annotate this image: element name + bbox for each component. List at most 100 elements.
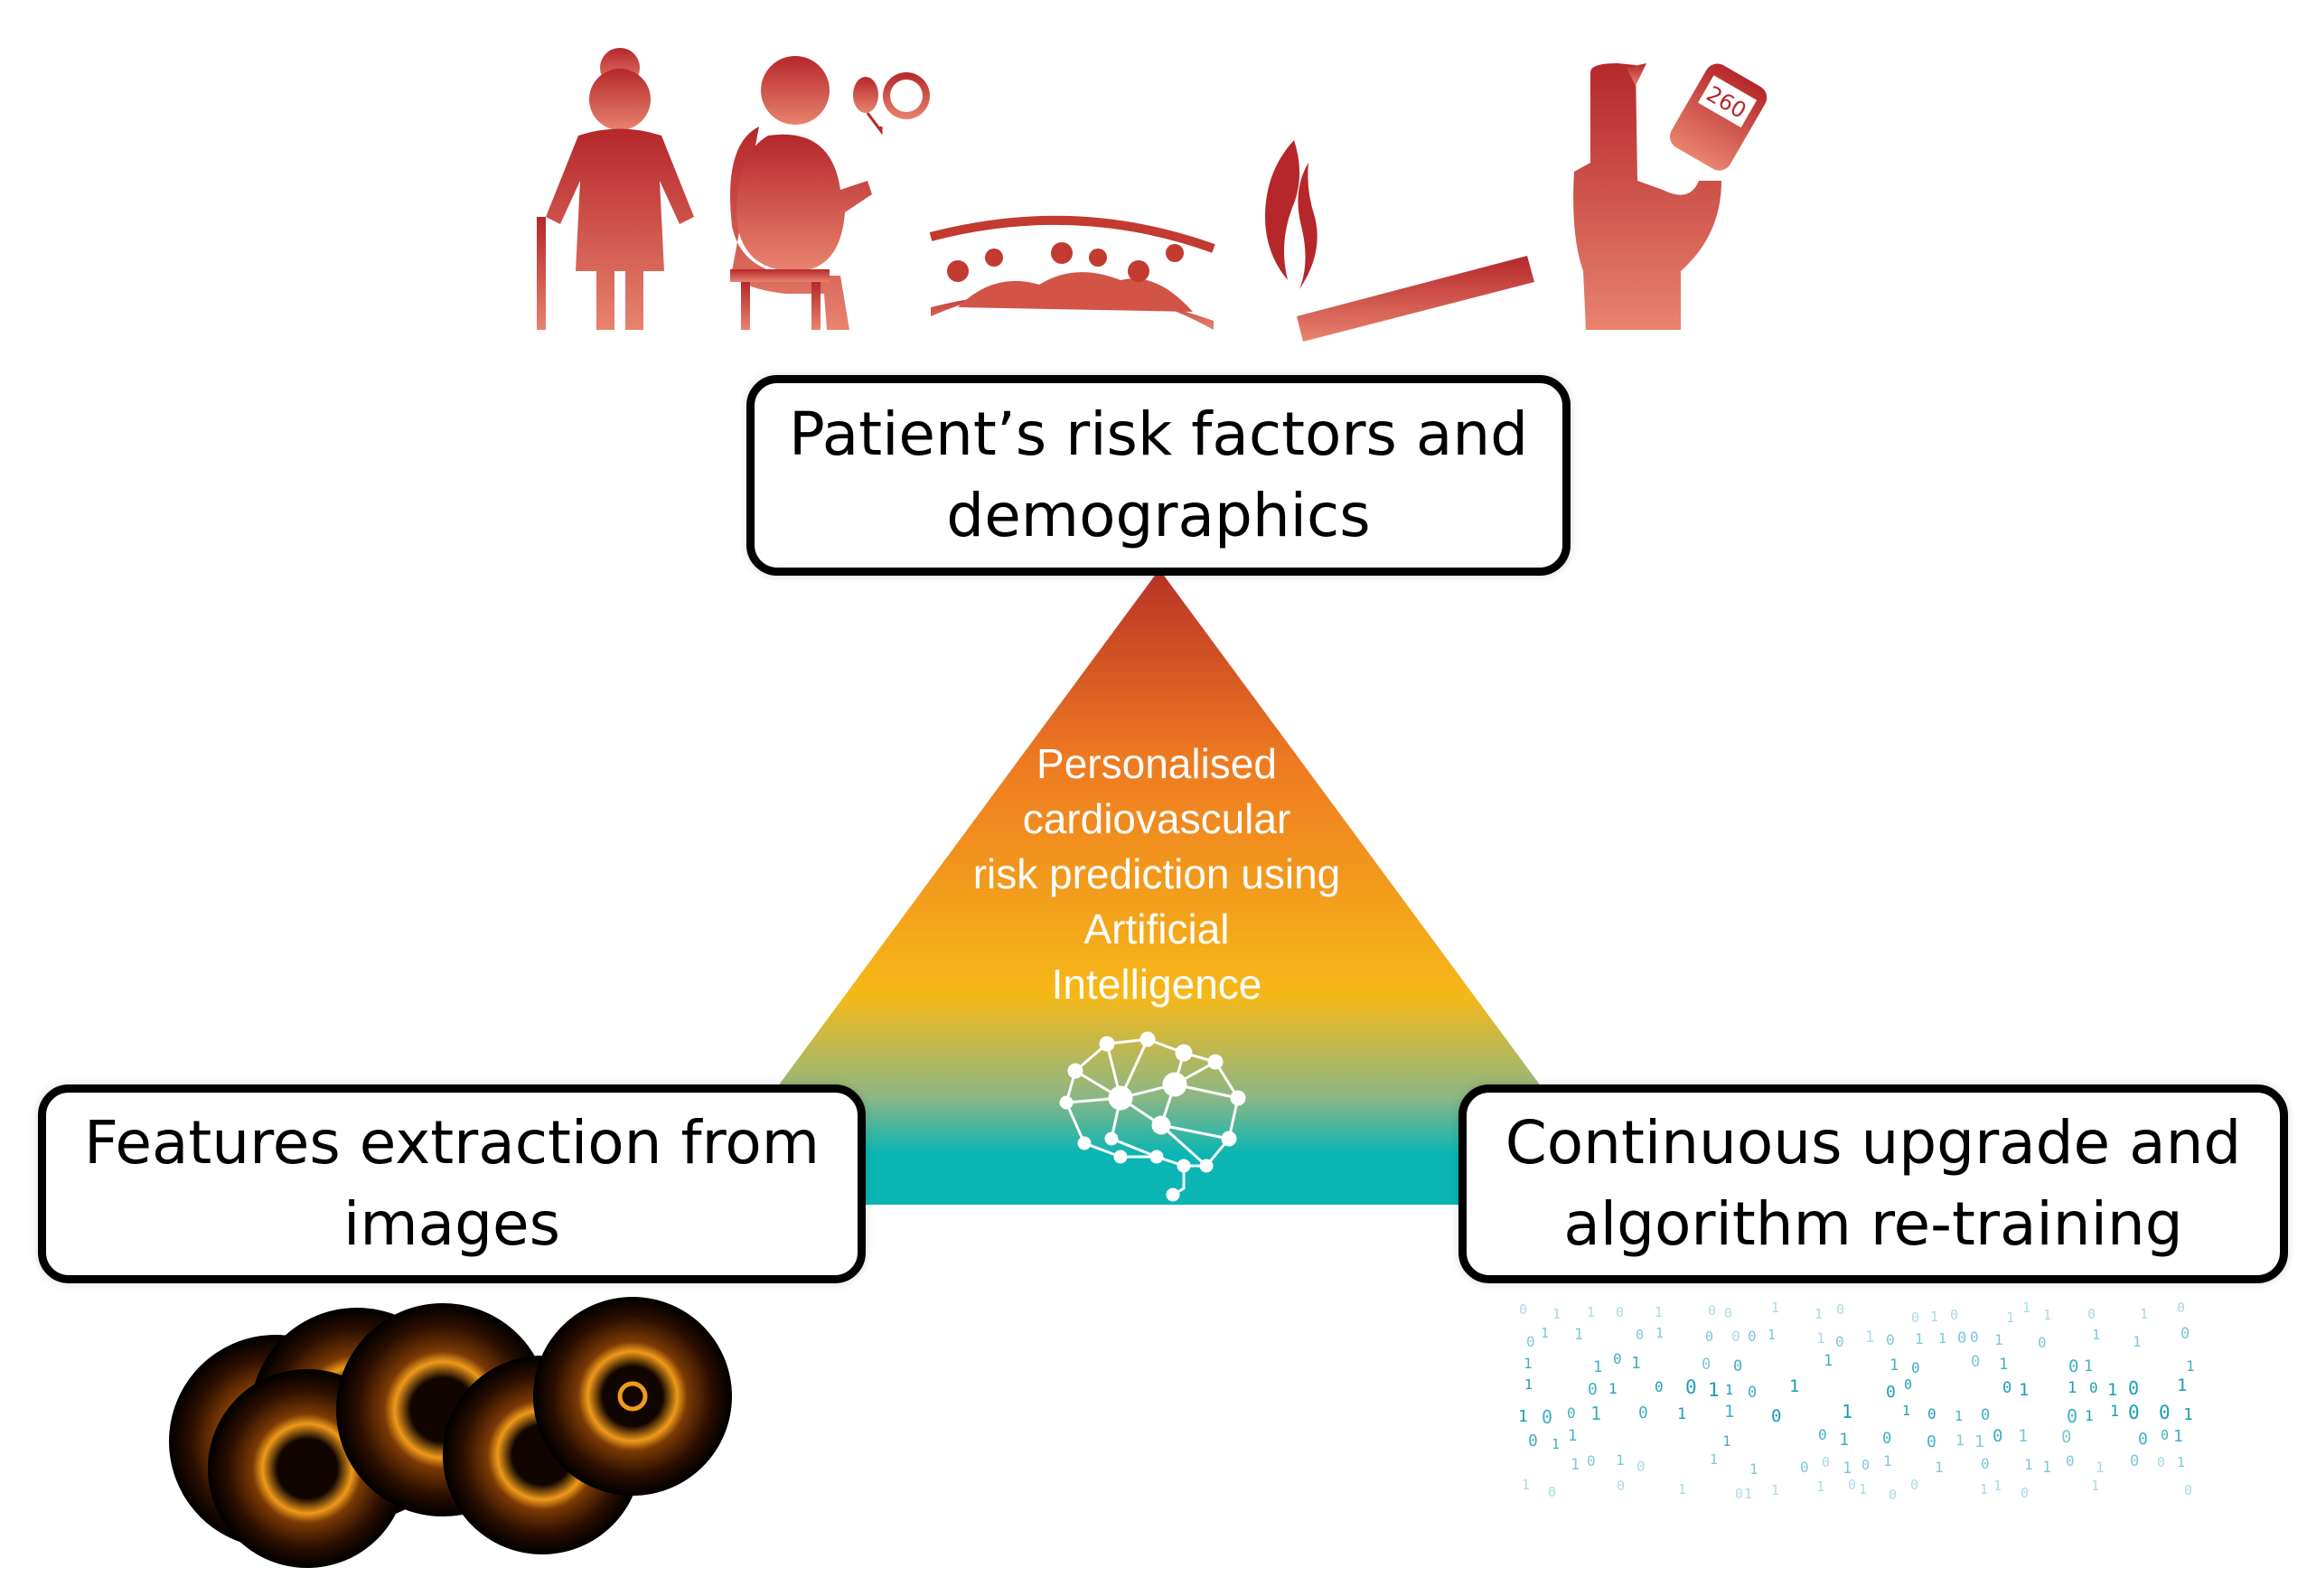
binary-digit: 0 [2159, 1402, 2171, 1423]
binary-digit: 1 [1980, 1481, 1989, 1497]
binary-digit: 0 [1542, 1406, 1553, 1428]
glucose-meter-finger-icon: 260 [1573, 63, 1768, 330]
binary-digit: 0 [1981, 1455, 1990, 1472]
binary-digit: 1 [1749, 1460, 1758, 1478]
binary-digit: 1 [1915, 1330, 1924, 1347]
binary-digit: 0 [1735, 1486, 1744, 1502]
binary-digit: 0 [1708, 1302, 1717, 1319]
binary-digit: 0 [2157, 1454, 2166, 1470]
binary-digit: 0 [2161, 1427, 2170, 1443]
binary-digit: 0 [2087, 1306, 2096, 1322]
binary-digit: 1 [2107, 1380, 2118, 1400]
binary-digit: 1 [2177, 1454, 2186, 1470]
binary-digit: 1 [2085, 1407, 2094, 1424]
center-line: Artificial [1083, 906, 1230, 953]
binary-digit: 1 [1587, 1304, 1596, 1320]
binary-digit: 0 [2066, 1452, 2075, 1469]
binary-digit: 1 [1590, 1403, 1602, 1424]
binary-digit: 1 [1955, 1408, 1964, 1424]
binary-digit: 0 [1655, 1378, 1664, 1395]
binary-digit: 1 [1883, 1452, 1892, 1469]
binary-digit: 1 [2022, 1301, 2031, 1316]
binary-digit: 0 [1889, 1487, 1898, 1503]
binary-digit: 0 [1886, 1331, 1895, 1348]
continuous-upgrade-line1: Continuous upgrade and [1505, 1108, 2242, 1178]
risk-factors-line1: Patient’s risk factors and [788, 399, 1529, 469]
binary-digit: 0 [1748, 1328, 1757, 1345]
ai-triangle [690, 569, 1628, 1205]
brain-network-icon [1059, 1031, 1246, 1202]
binary-digit: 0 [2138, 1430, 2148, 1449]
binary-digit: 1 [1843, 1460, 1852, 1478]
center-line: Personalised [1036, 740, 1277, 787]
binary-digit: 0 [1950, 1307, 1959, 1323]
binary-digit: 1 [1677, 1405, 1687, 1423]
binary-digit: 1 [2024, 1456, 2033, 1473]
binary-digit: 1 [1552, 1436, 1561, 1452]
binary-digit: 1 [1524, 1376, 1533, 1393]
binary-digit: 1 [1842, 1401, 1853, 1422]
binary-digit: 0 [1731, 1328, 1740, 1345]
center-line: cardiovascular [1022, 795, 1291, 842]
binary-digit: 1 [1710, 1451, 1719, 1468]
oct-images [169, 1297, 732, 1568]
features-extraction-line1: Features extraction from [83, 1108, 820, 1178]
binary-digit: 1 [1725, 1382, 1734, 1398]
binary-digit: 0 [1818, 1426, 1827, 1443]
binary-digit: 0 [1981, 1406, 1991, 1424]
binary-digit: 1 [2173, 1427, 2183, 1446]
binary-digit: 0 [1904, 1376, 1913, 1393]
binary-digit: 1 [1816, 1479, 1825, 1495]
binary-digit: 0 [1836, 1301, 1845, 1318]
binary-digit: 1 [1930, 1309, 1939, 1325]
binary-digit: 0 [1636, 1458, 1646, 1475]
binary-digit: 0 [1993, 1426, 2003, 1446]
binary-digit: 1 [2092, 1327, 2101, 1343]
center-line: Intelligence [1051, 961, 1262, 1008]
binary-digit: 1 [1593, 1358, 1603, 1376]
binary-digit: 1 [2177, 1375, 2188, 1395]
binary-digit: 0 [1702, 1356, 1711, 1374]
artery-plaque-icon [929, 215, 1215, 330]
risk-factors-box: Patient’s risk factors and demographics [746, 375, 1571, 576]
binary-digit: 1 [2019, 1380, 2030, 1400]
binary-digit: 0 [1519, 1301, 1528, 1318]
binary-digit: 1 [1993, 1478, 2002, 1494]
binary-digit: 1 [2186, 1357, 2195, 1375]
binary-digit: 1 [1708, 1379, 1720, 1401]
binary-digit: 0 [1548, 1484, 1557, 1500]
binary-digit: 0 [2089, 1379, 2098, 1396]
ai-center-text: Personalised cardiovascular risk predict… [931, 737, 1383, 1012]
binary-digit: 1 [1974, 1432, 1984, 1451]
binary-digit: 0 [1927, 1405, 1937, 1422]
binary-digit: 0 [1971, 1353, 1981, 1371]
binary-digit: 0 [1588, 1380, 1598, 1399]
risk-factors-line2: demographics [946, 481, 1371, 550]
binary-digit: 1 [1724, 1402, 1735, 1422]
binary-digit: 1 [1771, 1301, 1780, 1316]
binary-digit: 1 [1655, 1304, 1664, 1320]
binary-digit: 1 [1552, 1306, 1561, 1322]
elderly-woman-icon [537, 48, 694, 330]
binary-digit: 1 [1722, 1432, 1731, 1450]
binary-digit: 1 [1524, 1355, 1533, 1372]
center-line: risk prediction using [972, 850, 1341, 897]
binary-digit: 1 [1574, 1326, 1584, 1344]
binary-digit: 0 [1957, 1329, 1967, 1347]
binary-digit: 1 [1902, 1403, 1911, 1419]
binary-digit: 1 [1865, 1328, 1875, 1347]
binary-digit: 1 [1816, 1329, 1825, 1347]
binary-digit: 0 [1685, 1376, 1697, 1398]
binary-digit: 1 [1999, 1356, 2009, 1374]
binary-digit: 1 [1608, 1380, 1618, 1397]
binary-digit: 1 [1541, 1325, 1550, 1341]
binary-digit: 0 [2184, 1482, 2193, 1498]
binary-digit: 1 [2133, 1333, 2142, 1350]
binary-digit: 0 [2038, 1334, 2047, 1351]
binary-digit: 1 [1859, 1481, 1868, 1497]
binary-digit: 1 [1890, 1357, 1899, 1375]
binary-digit: 1 [2183, 1405, 2193, 1424]
binary-digit: 1 [2084, 1357, 2094, 1375]
binary-digit: 0 [1638, 1404, 1648, 1422]
